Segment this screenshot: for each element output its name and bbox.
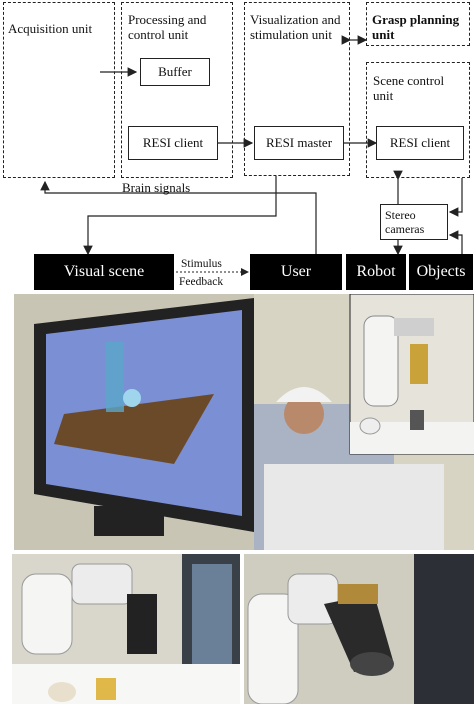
resi-master-module: RESI master xyxy=(254,126,344,160)
acquisition-unit-label: Acquisition unit xyxy=(8,21,93,36)
robot-grasp-image-right xyxy=(244,554,474,704)
visualization-unit-label: Visualization and stimulation unit xyxy=(250,12,341,42)
lab-photo-main xyxy=(14,294,474,550)
robot-block: Robot xyxy=(346,254,406,290)
brain-signals-label: Brain signals xyxy=(122,180,191,195)
robot-grasp-image-left xyxy=(12,554,240,704)
visualization-stimulation-unit: Visualization and stimulation unit xyxy=(244,2,350,176)
stimulus-label: Stimulus xyxy=(181,258,222,270)
stereo-cameras-module: Stereo cameras xyxy=(380,204,448,240)
grasp-unit-label: Grasp planning unit xyxy=(372,12,460,42)
scene-control-unit: Scene control unit xyxy=(366,62,470,178)
resi-client-right-module: RESI client xyxy=(376,126,464,160)
acquisition-unit: Acquisition unit xyxy=(3,2,115,178)
scene-control-label: Scene control unit xyxy=(373,73,445,103)
visual-scene-block: Visual scene xyxy=(34,254,174,290)
buffer-module: Buffer xyxy=(140,58,210,86)
feedback-label: Feedback xyxy=(179,276,224,288)
user-block: User xyxy=(250,254,342,290)
robot-photo-left xyxy=(12,554,240,704)
processing-unit-label: Processing and control unit xyxy=(128,12,207,42)
resi-client-left-module: RESI client xyxy=(128,126,218,160)
system-diagram: Acquisition unit Processing and control … xyxy=(0,0,474,292)
grasp-planning-unit: Grasp planning unit xyxy=(366,2,470,46)
processing-control-unit: Processing and control unit xyxy=(121,2,233,178)
robot-photo-right xyxy=(244,554,474,704)
objects-block: Objects xyxy=(409,254,473,290)
lab-scene-image xyxy=(14,294,474,550)
